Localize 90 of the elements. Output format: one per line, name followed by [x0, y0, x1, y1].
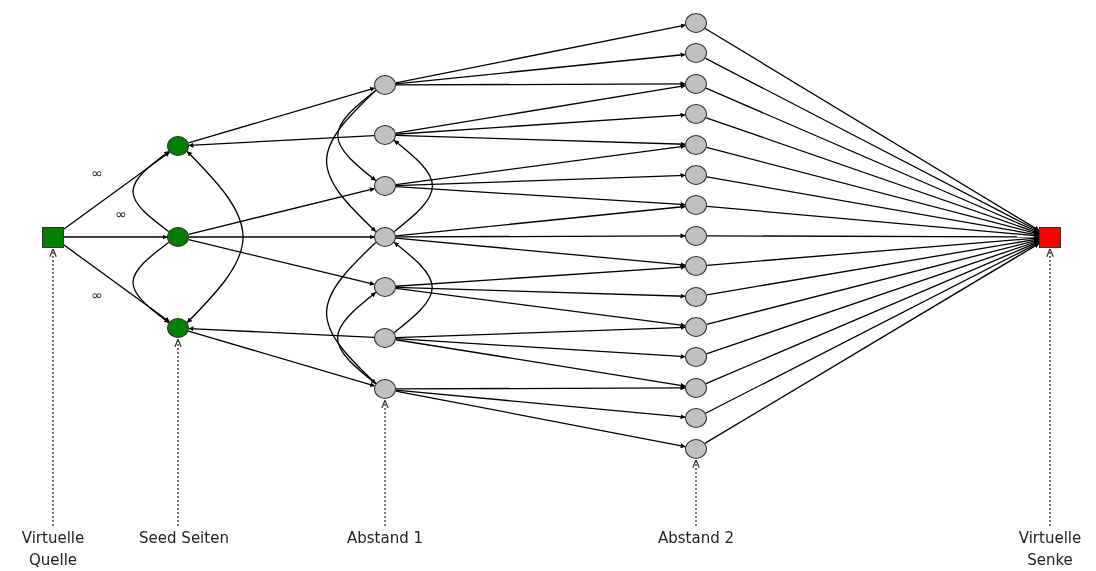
column-label: Virtuelle Senke	[1005, 527, 1095, 571]
circle-node	[685, 73, 707, 94]
arrow	[395, 81, 686, 87]
circle-node	[374, 328, 396, 348]
arrow	[395, 237, 686, 268]
arrow	[187, 86, 376, 144]
arrow	[395, 23, 686, 84]
circle-node	[167, 227, 189, 247]
circle-node	[685, 225, 707, 246]
arrow	[395, 264, 686, 287]
circle-node	[374, 125, 396, 145]
arrow	[395, 52, 686, 85]
circle-node	[685, 317, 707, 337]
dotted-arrow	[174, 338, 182, 527]
arrow	[395, 389, 686, 420]
square-node	[1039, 226, 1061, 248]
arrow	[705, 146, 1040, 236]
circle-node	[685, 377, 707, 398]
arrow	[393, 241, 433, 334]
arrow	[706, 237, 1040, 296]
arrow	[325, 89, 377, 233]
dotted-arrow	[49, 248, 57, 527]
arrow	[706, 234, 1040, 240]
arrow	[395, 186, 686, 207]
arrow	[395, 338, 686, 359]
arrow	[395, 144, 686, 186]
column-label: Virtuelle Quelle	[8, 527, 98, 571]
arrow	[63, 151, 171, 230]
dotted-arrow	[381, 399, 389, 527]
arrow	[395, 173, 686, 187]
arrow	[188, 234, 375, 240]
arrow	[706, 176, 1040, 237]
circle-node	[685, 165, 707, 185]
circle-node	[374, 75, 396, 95]
circle-node	[167, 318, 189, 338]
arrow	[187, 187, 376, 236]
circle-node	[685, 347, 707, 368]
dotted-arrow	[692, 459, 700, 527]
arrow	[393, 139, 434, 233]
arrow	[704, 57, 1040, 232]
arrow	[336, 291, 377, 385]
circle-node	[685, 134, 707, 155]
square-node	[42, 226, 64, 248]
circle-node	[685, 43, 707, 64]
arrow	[395, 287, 686, 328]
arrow	[395, 134, 686, 147]
circle-node	[685, 256, 707, 277]
circle-node	[374, 227, 396, 247]
arrow	[705, 239, 1040, 355]
arrow	[188, 134, 375, 148]
arrow	[325, 241, 377, 385]
arrow	[188, 326, 375, 339]
circle-node	[374, 379, 396, 399]
column-label: Abstand 2	[651, 527, 741, 549]
arrow	[395, 385, 686, 391]
arrow	[704, 27, 1040, 231]
arrow	[706, 235, 1040, 266]
arrow	[63, 234, 168, 240]
circle-node	[685, 408, 707, 429]
arrow	[395, 325, 686, 339]
arrow	[186, 150, 244, 324]
arrow	[395, 233, 686, 239]
arrow	[132, 150, 170, 233]
arrow	[395, 286, 686, 299]
arrow	[187, 330, 376, 388]
circle-node	[374, 277, 396, 297]
arrow	[705, 241, 1040, 385]
arrow	[706, 205, 1040, 239]
arrow	[705, 87, 1040, 233]
arrow	[337, 89, 377, 182]
arrow	[395, 339, 686, 388]
arrow	[395, 390, 686, 449]
arrow	[395, 204, 686, 237]
circle-node	[685, 195, 707, 216]
arrow	[705, 117, 1040, 235]
circle-node	[685, 286, 707, 307]
column-label: Abstand 1	[340, 527, 430, 549]
arrow	[132, 241, 170, 324]
arrow	[395, 112, 686, 135]
arrow	[63, 244, 171, 323]
circle-node	[167, 136, 189, 156]
dotted-arrow	[1046, 248, 1054, 527]
column-label: Seed Seiten	[139, 527, 229, 549]
circle-node	[685, 13, 707, 33]
arrow	[705, 238, 1040, 325]
arrow	[188, 238, 375, 286]
arrow	[395, 83, 686, 134]
circle-node	[685, 104, 707, 125]
circle-node	[374, 176, 396, 196]
circle-node	[685, 438, 707, 459]
